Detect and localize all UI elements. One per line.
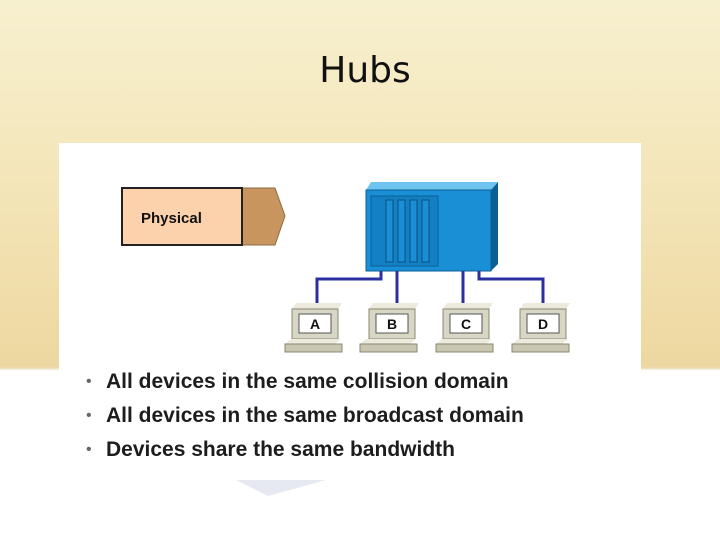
host-d-computer-icon: D (511, 303, 570, 353)
bullet-item: • All devices in the same collision domai… (86, 368, 524, 402)
host-b-computer-icon: B (359, 303, 419, 353)
bullet-text: Devices share the same bandwidth (106, 438, 455, 461)
physical-layer-label: Physical (141, 210, 202, 227)
physical-layer-block: Physical (121, 187, 286, 246)
bullet-text: All devices in the same broadcast domain (106, 404, 524, 427)
bullet-item: • All devices in the same broadcast domai… (86, 402, 524, 436)
host-c-label: C (461, 316, 471, 332)
bullet-list: • All devices in the same collision domai… (86, 368, 524, 470)
hub-diagram: Physical A B (59, 143, 641, 473)
bullet-dot: • (86, 407, 92, 424)
hub-cables (315, 271, 545, 303)
bullet-text: All devices in the same collision domain (106, 370, 509, 393)
bullet-dot: • (86, 441, 92, 458)
bullet-dot: • (86, 373, 92, 390)
hub-icon (365, 182, 498, 272)
host-a-computer-icon: A (284, 303, 343, 353)
host-c-computer-icon: C (435, 303, 494, 353)
host-a-label: A (310, 316, 320, 332)
slide-title: Hubs (319, 50, 411, 91)
decorative-shadow (236, 480, 326, 496)
bullet-item: • Devices share the same bandwidth (86, 436, 524, 470)
host-b-label: B (387, 316, 397, 332)
host-d-label: D (538, 316, 548, 332)
